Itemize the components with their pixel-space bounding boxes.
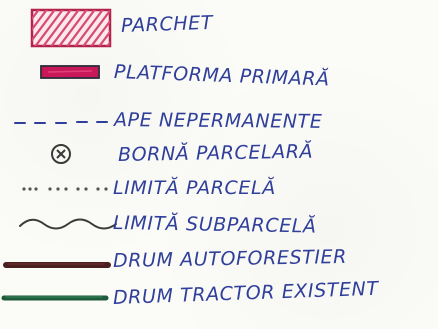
wavy-line-icon [19,218,117,230]
legend-label-borna-parcelara: BORNĂ PARCELARĂ [117,140,314,166]
legend-label-limita-parcela: LIMITĂ PARCELĂ [113,177,276,199]
legend-label-parchet: PARCHET [120,11,214,37]
magenta-bar-icon [40,65,100,79]
legend-label-drum-tractor-existent: DRUM TRACTOR EXISTENT [112,277,379,309]
legend-label-drum-autoforestier: DRUM AUTOFORESTIER [112,245,348,272]
green-thick-line-icon [1,295,109,301]
legend-label-limita-subparcela: LIMITĂ SUBPARCELĂ [112,212,317,238]
circled-x-icon [51,144,71,164]
hatched-rectangle-icon [30,8,112,48]
brown-thick-line-icon [3,262,111,268]
legend-label-ape-nepermanente: APE NEPERMANENTE [113,109,323,133]
dotted-line-icon [22,187,108,191]
legend-label-platforma-primara: PLATFORMA PRIMARĂ [113,61,331,91]
